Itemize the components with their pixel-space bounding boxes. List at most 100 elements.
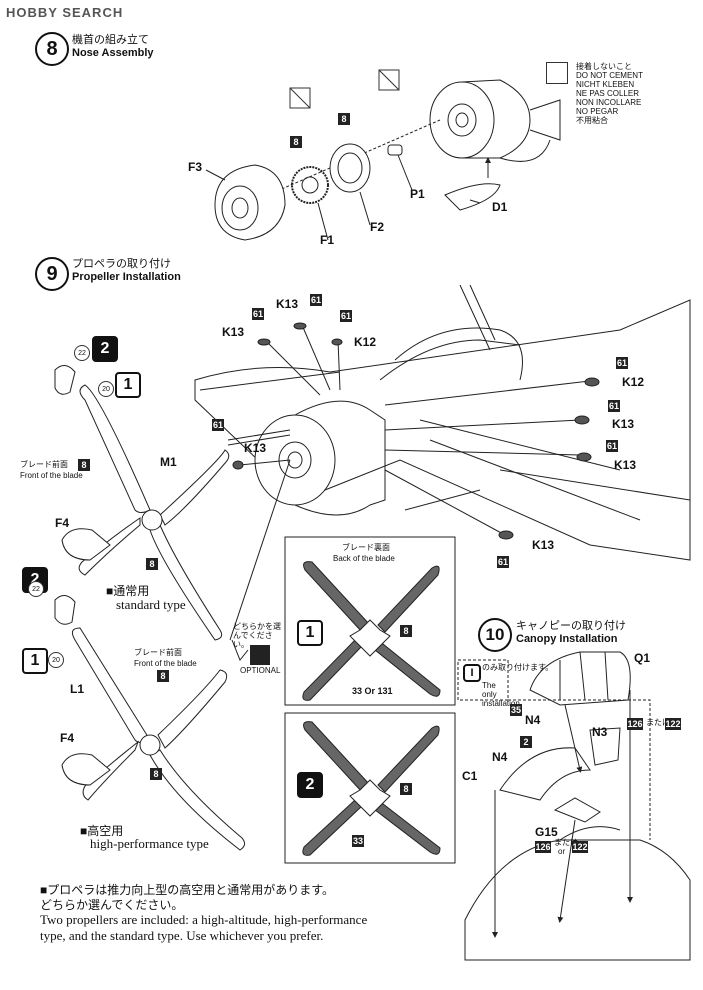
k-color-8: 61 bbox=[212, 419, 224, 431]
hp-blade-front-jp: ブレード前面 bbox=[134, 648, 182, 657]
optional-icon bbox=[250, 645, 270, 665]
hp-hub-color: 8 bbox=[150, 768, 162, 780]
canopy-note-en: The only installation bbox=[482, 681, 520, 708]
step-8-number: 8 bbox=[35, 32, 69, 66]
part-k13-b: K13 bbox=[276, 297, 299, 311]
back-2-colors: 33 bbox=[352, 835, 364, 847]
step-9-title-jp: プロペラの取り付け bbox=[72, 258, 171, 270]
watermark: HOBBY SEARCH bbox=[6, 5, 124, 20]
std-blade-front-jp: ブレード前面 bbox=[20, 460, 68, 469]
note-jp-2: どちらか選んでください。 bbox=[40, 898, 184, 912]
k-color-5: 61 bbox=[608, 400, 620, 412]
back-1-hub-color: 8 bbox=[400, 625, 412, 637]
std-label-en: standard type bbox=[116, 597, 186, 612]
part-n4-b: N4 bbox=[492, 750, 508, 764]
part-f3: F3 bbox=[188, 160, 203, 174]
note-en-1: Two propellers are included: a high-alti… bbox=[40, 912, 368, 927]
no-cement-line: NO PEGAR bbox=[576, 107, 619, 116]
no-cement-line: NICHT KLEBEN bbox=[576, 80, 635, 89]
part-k13-e: K13 bbox=[614, 458, 637, 472]
k-color-7: 61 bbox=[497, 556, 509, 568]
part-q1: Q1 bbox=[634, 651, 651, 665]
part-f4-std: F4 bbox=[55, 516, 70, 530]
canopy-color-122-a: 122 bbox=[665, 718, 681, 730]
step-8-color-a: 8 bbox=[338, 113, 350, 125]
part-n4-a: N4 bbox=[525, 713, 541, 727]
k-color-1: 61 bbox=[252, 308, 264, 320]
canopy-note-jp: のみ取り付けます。 bbox=[482, 663, 554, 672]
std-tip-20: 20 bbox=[98, 381, 114, 397]
k-color-3: 61 bbox=[340, 310, 352, 322]
std-label-jp: ■通常用 bbox=[106, 584, 150, 598]
back-badge-1: 1 bbox=[297, 620, 323, 646]
canopy-badge-1: I bbox=[463, 664, 481, 682]
hp-tip-20: 20 bbox=[48, 652, 64, 668]
part-p1: P1 bbox=[410, 187, 425, 201]
canopy-color-2: 2 bbox=[520, 736, 532, 748]
step-10-number: 10 bbox=[478, 618, 512, 652]
part-k13-f: K13 bbox=[532, 538, 555, 552]
part-f2: F2 bbox=[370, 220, 385, 234]
canopy-color-35: 35 bbox=[510, 704, 522, 716]
step-9-title-en: Propeller Installation bbox=[72, 271, 181, 283]
std-hub-color: 8 bbox=[146, 558, 158, 570]
std-blade-color: 8 bbox=[78, 459, 90, 471]
no-cement-line: 不用粘合 bbox=[576, 116, 608, 125]
back-blade-jp: ブレード裏面 bbox=[342, 543, 390, 552]
canopy-color-126-b: 126 bbox=[535, 841, 551, 853]
std-blade-front-en: Front of the blade bbox=[20, 471, 83, 480]
back-badge-2: 2 bbox=[297, 772, 323, 798]
k-color-6: 61 bbox=[606, 440, 618, 452]
part-k13-d: K13 bbox=[612, 417, 635, 431]
part-k12-a: K12 bbox=[354, 335, 377, 349]
back-blade-en: Back of the blade bbox=[333, 554, 395, 563]
canopy-or-en-b: or bbox=[558, 847, 566, 856]
no-cement-line: NE PAS COLLER bbox=[576, 89, 639, 98]
canopy-color-126-a: 126 bbox=[627, 718, 643, 730]
part-k12-b: K12 bbox=[622, 375, 645, 389]
no-cement-line: NON INCOLLARE bbox=[576, 98, 642, 107]
part-g15: G15 bbox=[535, 825, 558, 839]
canopy-or-jp-a: または bbox=[646, 718, 670, 727]
hp-label-en: high-performance type bbox=[90, 836, 209, 851]
step-10-title-jp: キャノピーの取り付け bbox=[516, 620, 626, 632]
step-8-color-b: 8 bbox=[290, 136, 302, 148]
note-en-2: type, and the standard type. Use whichev… bbox=[40, 928, 324, 943]
step-10-title-en: Canopy Installation bbox=[516, 633, 618, 645]
hp-badge-1: 1 bbox=[22, 648, 48, 674]
no-cement-icon bbox=[546, 62, 568, 84]
hp-blade-color: 8 bbox=[157, 670, 169, 682]
part-l1: L1 bbox=[70, 682, 85, 696]
std-tip-22: 22 bbox=[74, 345, 90, 361]
optional-en: OPTIONAL bbox=[240, 666, 281, 675]
optional-jp: どちらかを選んでください。 bbox=[233, 622, 281, 649]
back-2-hub-color: 8 bbox=[400, 783, 412, 795]
canopy-color-122-b: 122 bbox=[572, 841, 588, 853]
part-k13-c: K13 bbox=[244, 441, 267, 455]
step-8-title-en: Nose Assembly bbox=[72, 47, 154, 59]
part-k13-a: K13 bbox=[222, 325, 245, 339]
hp-label-jp: ■高空用 bbox=[80, 824, 124, 838]
hp-tip-22: 22 bbox=[28, 581, 44, 597]
part-m1: M1 bbox=[160, 455, 177, 469]
canopy-or-jp-b: または bbox=[554, 838, 578, 847]
step-8-title-jp: 機首の組み立て bbox=[72, 34, 149, 46]
part-n3: N3 bbox=[592, 725, 608, 739]
hp-blade-front-en: Front of the blade bbox=[134, 659, 197, 668]
part-d1: D1 bbox=[492, 200, 508, 214]
part-f4-hp: F4 bbox=[60, 731, 75, 745]
k-color-2: 61 bbox=[310, 294, 322, 306]
k-color-4: 61 bbox=[616, 357, 628, 369]
part-c1: C1 bbox=[462, 769, 478, 783]
back-1-colors: 33 Or 131 bbox=[352, 686, 393, 696]
note-jp-1: ■プロペラは推力向上型の高空用と通常用があります。 bbox=[40, 883, 335, 897]
std-badge-2: 2 bbox=[92, 336, 118, 362]
part-f1: F1 bbox=[320, 233, 335, 247]
no-cement-line: 接着しないこと bbox=[576, 62, 632, 71]
no-cement-line: DO NOT CEMENT bbox=[576, 71, 643, 80]
std-badge-1: 1 bbox=[115, 372, 141, 398]
